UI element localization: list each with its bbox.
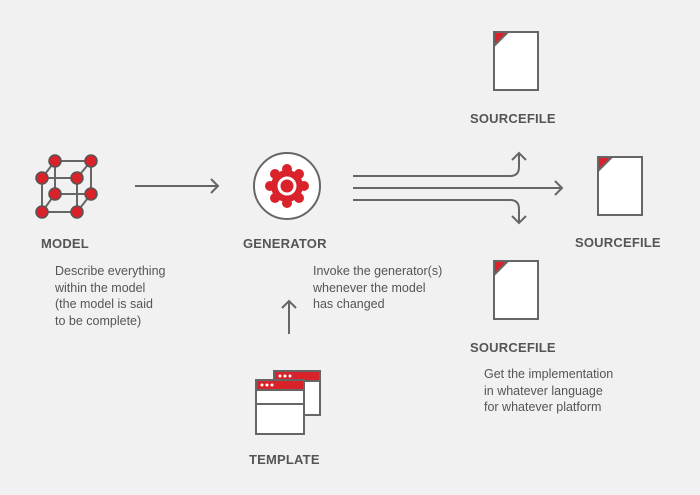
sourcefile-top-label: SOURCEFILE	[470, 111, 556, 126]
model-label: MODEL	[41, 236, 89, 251]
template-label: TEMPLATE	[249, 452, 320, 467]
model-description-line: within the model	[55, 280, 146, 295]
generator-description: Invoke the generator(s) whenever the mod…	[313, 263, 442, 313]
gear-icon	[253, 152, 321, 220]
sourcefile-description-line: for whatever platform	[484, 400, 602, 414]
arrow-generator-to-sourcefile-bottom	[353, 199, 527, 225]
model-description-line: (the model is said	[55, 297, 153, 311]
generator-description-line: has changed	[313, 297, 385, 311]
document-icon	[493, 31, 539, 91]
arrow-model-to-generator	[135, 178, 220, 194]
generator-label: GENERATOR	[243, 236, 327, 251]
generator-description-line: Invoke the generator(s)	[313, 264, 443, 278]
document-icon	[493, 260, 539, 320]
sourcefile-description-line: Get the implementation	[484, 367, 614, 381]
sourcefile-middle-label: SOURCEFILE	[575, 235, 661, 250]
sourcefile-description: Get the implementation in whatever langu…	[484, 366, 613, 416]
arrow-generator-to-sourcefile-middle	[353, 180, 564, 196]
document-icon	[597, 156, 643, 216]
model-description: Describe everything within the model (th…	[55, 263, 165, 329]
cube-lattice-icon	[35, 154, 98, 219]
model-description-line: Describe everything	[55, 264, 166, 278]
arrow-generator-to-sourcefile-top	[353, 151, 527, 177]
generator-description-line: whenever the model	[313, 280, 426, 295]
model-description-line: to be complete)	[55, 313, 142, 328]
sourcefile-bottom-label: SOURCEFILE	[470, 340, 556, 355]
sourcefile-description-line: in whatever language	[484, 383, 603, 398]
arrow-template-to-generator	[281, 299, 297, 334]
template-windows-icon	[255, 370, 321, 435]
